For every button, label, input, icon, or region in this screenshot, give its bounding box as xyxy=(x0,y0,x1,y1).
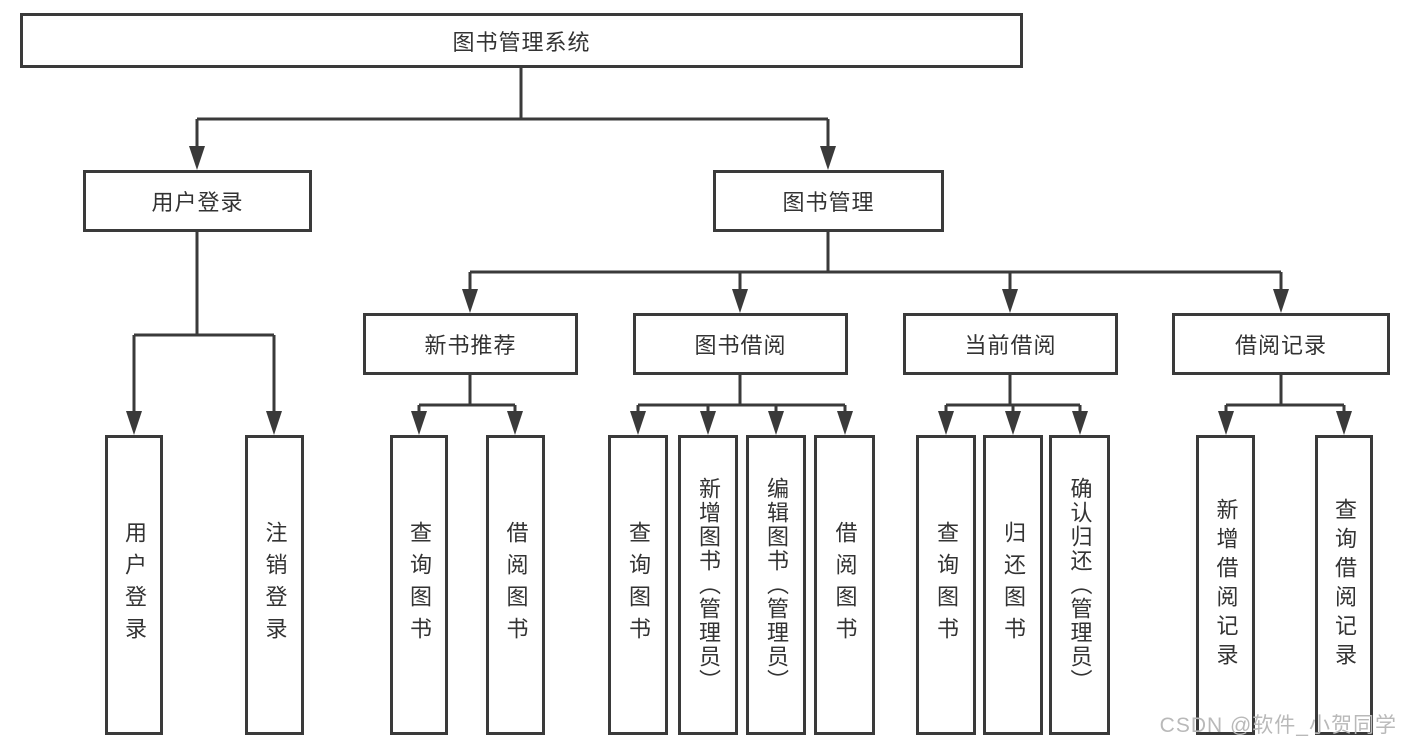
node-library-management-system: 图书管理系统 xyxy=(20,13,1023,68)
node-book-management: 图书管理 xyxy=(713,170,944,232)
leaf-add-borrow-record: 新增借阅记录 xyxy=(1196,435,1255,735)
leaf-return-books: 归还图书 xyxy=(983,435,1043,735)
node-user-login: 用户登录 xyxy=(83,170,312,232)
node-borrowing-records: 借阅记录 xyxy=(1172,313,1390,375)
node-current-borrowing: 当前借阅 xyxy=(903,313,1118,375)
leaf-edit-book-admin: 编辑图书（管理员） xyxy=(746,435,806,735)
leaf-user-login: 用户登录 xyxy=(105,435,163,735)
leaf-query-borrow-record: 查询借阅记录 xyxy=(1315,435,1373,735)
leaf-borrow-books: 借阅图书 xyxy=(814,435,875,735)
leaf-query-books-current: 查询图书 xyxy=(916,435,976,735)
leaf-query-books-borrow: 查询图书 xyxy=(608,435,668,735)
node-new-book-recommendation: 新书推荐 xyxy=(363,313,578,375)
leaf-confirm-return-admin: 确认归还（管理员） xyxy=(1049,435,1110,735)
leaf-borrow-books-recommend: 借阅图书 xyxy=(486,435,545,735)
csdn-watermark: CSDN @软件_小贺同学 xyxy=(1159,714,1397,737)
leaf-logout: 注销登录 xyxy=(245,435,304,735)
node-book-borrowing: 图书借阅 xyxy=(633,313,848,375)
leaf-add-book-admin: 新增图书（管理员） xyxy=(678,435,738,735)
leaf-query-books-recommend: 查询图书 xyxy=(390,435,448,735)
